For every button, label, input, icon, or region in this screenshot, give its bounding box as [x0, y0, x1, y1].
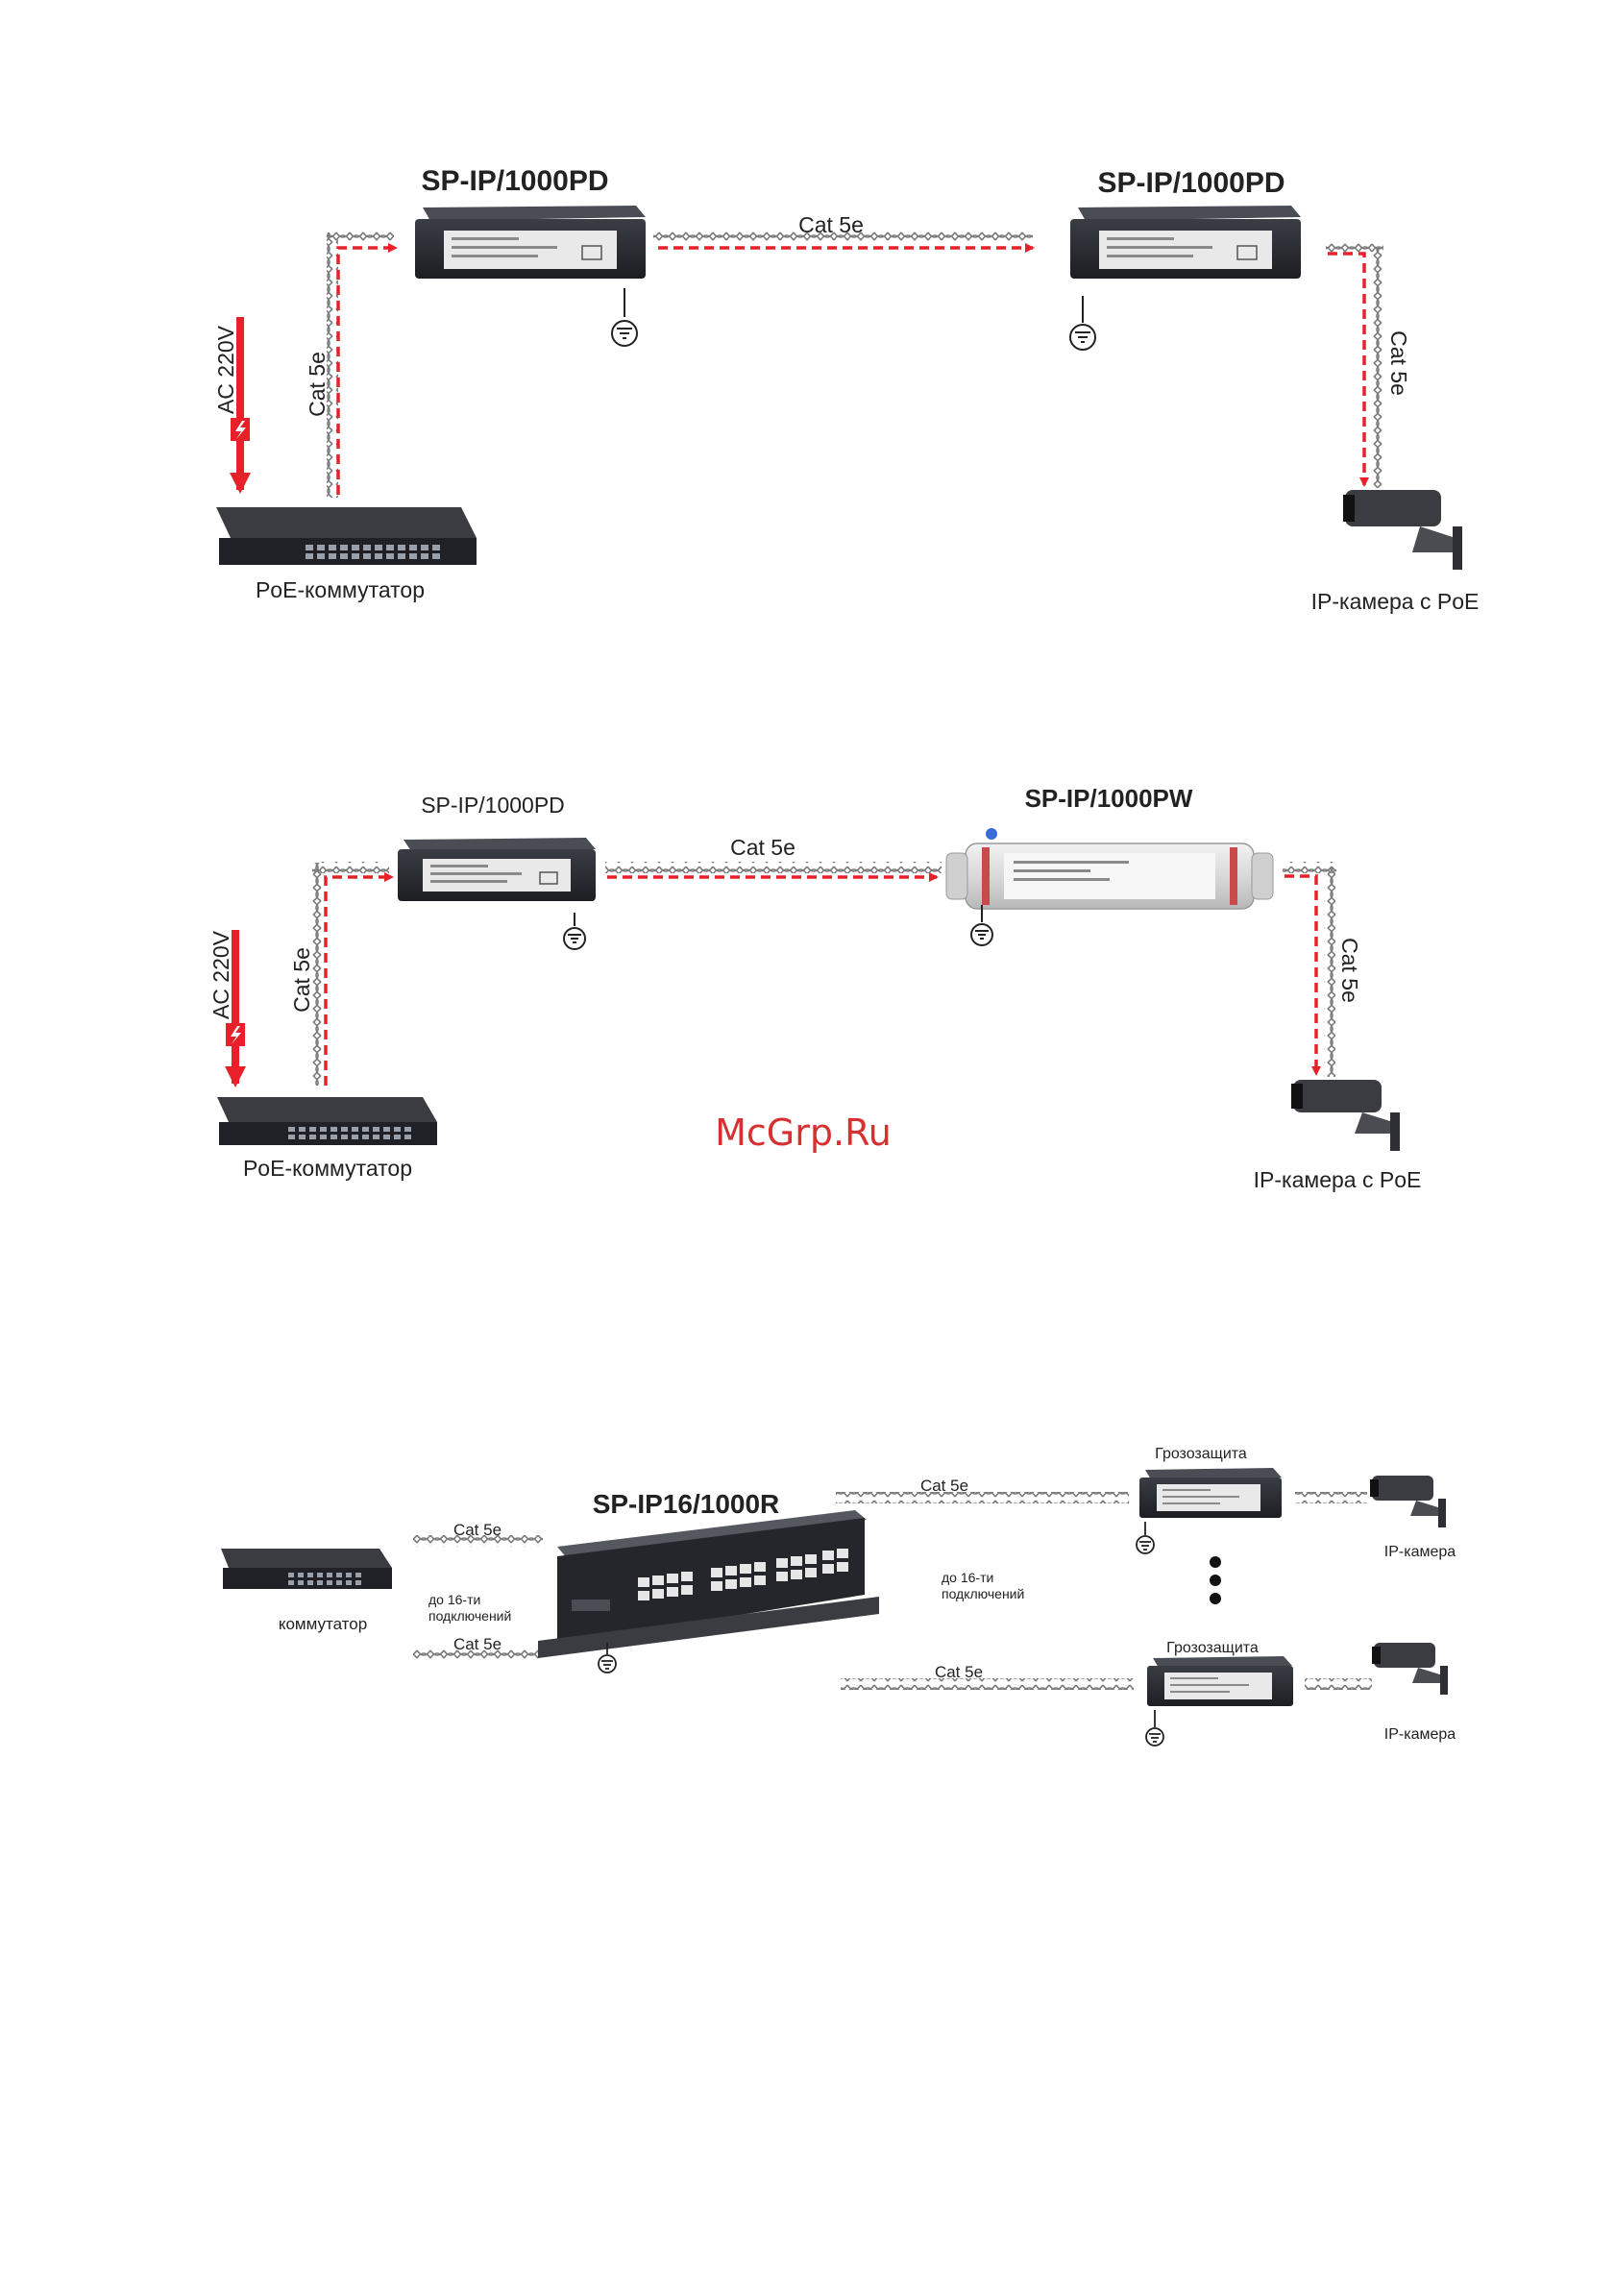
camera-bottom-label: IP-камера [1384, 1726, 1456, 1743]
surge-protector-outdoor [945, 828, 1274, 910]
diagram-1: SP-IP/1000PD SP-IP/1000PD Cat 5e Cat 5e … [213, 165, 1479, 614]
cable-in-bottom [413, 1649, 543, 1661]
diagram-3: SP-IP16/1000R коммутатор Cat 5e Cat 5e д… [221, 1446, 1456, 1746]
protector-bottom-label: Грозозащита [1166, 1640, 1259, 1656]
out-count-line2: подключений [942, 1586, 1024, 1601]
cable-in-bottom-label: Cat 5e [453, 1635, 502, 1653]
ground-icon [598, 1643, 617, 1673]
signal-arrow-left [324, 872, 394, 1086]
patch-panel [538, 1510, 879, 1658]
device-right-label: SP-IP/1000PD [1097, 167, 1285, 199]
cable-out-bottom-label: Cat 5e [935, 1663, 983, 1681]
camera-label: IP-камера с PoE [1254, 1167, 1422, 1192]
cable-out-top-label: Cat 5e [920, 1477, 968, 1495]
cable-right-top [1326, 242, 1383, 254]
ground-icon [1136, 1522, 1155, 1554]
cable-camera-top [1295, 1492, 1367, 1503]
ip-camera-icon [1372, 1643, 1448, 1695]
cable-camera-bottom [1305, 1678, 1372, 1690]
surge-protector-top [1139, 1468, 1282, 1518]
cable-left-top [312, 862, 389, 873]
switch-label: PoE-коммутатор [243, 1156, 412, 1181]
power-label: AC 220V [213, 325, 238, 414]
camera-label: IP-камера с PoE [1311, 589, 1480, 614]
device-left-label: SP-IP/1000PD [421, 165, 608, 197]
lightning-icon [231, 418, 250, 441]
poe-switch [216, 507, 477, 565]
cable-right-top [1283, 862, 1336, 873]
signal-arrow-right [1285, 874, 1321, 1076]
panel-label: SP-IP16/1000R [593, 1489, 780, 1519]
ground-icon [563, 913, 586, 950]
ground-icon [611, 288, 638, 347]
surge-protector-left [415, 206, 646, 279]
cable-in-top [413, 1535, 543, 1547]
watermark: McGrp.Ru [715, 1111, 892, 1154]
cable-left-vertical [312, 863, 324, 1086]
ground-icon [1145, 1710, 1164, 1746]
cable-right-vertical [1324, 867, 1335, 1077]
in-count-line1: до 16-ти [428, 1592, 480, 1607]
lightning-icon [226, 1023, 245, 1046]
ip-camera-icon [1370, 1476, 1446, 1527]
camera-top-label: IP-камера [1384, 1544, 1456, 1560]
diagram-2: SP-IP/1000PD SP-IP/1000PW Cat 5e Cat 5e … [208, 784, 1421, 1192]
cable-right-label: Cat 5e [1337, 938, 1362, 1003]
surge-protector-left [398, 838, 596, 901]
more-connections-icon [1210, 1556, 1221, 1604]
cable-right-label: Cat 5e [1386, 330, 1411, 396]
in-count-line2: подключений [428, 1608, 511, 1624]
cable-horizontal [605, 862, 942, 873]
power-label: AC 220V [208, 930, 233, 1019]
ground-icon [970, 905, 993, 946]
cable-horizontal-label: Cat 5e [798, 212, 864, 237]
signal-arrow-left [336, 243, 398, 495]
switch [221, 1549, 392, 1589]
out-count-line1: до 16-ти [942, 1570, 993, 1585]
device-right-label: SP-IP/1000PW [1025, 784, 1193, 813]
poe-switch [217, 1097, 437, 1145]
surge-protector-bottom [1147, 1656, 1293, 1706]
cable-horizontal-label: Cat 5e [730, 835, 795, 860]
cable-in-top-label: Cat 5e [453, 1521, 502, 1539]
surge-protector-right [1070, 206, 1301, 279]
cable-left-vertical [327, 232, 338, 498]
cable-left-label: Cat 5e [305, 352, 330, 417]
cable-left-label: Cat 5e [289, 947, 314, 1013]
ground-icon [1069, 296, 1096, 351]
ip-camera-icon [1291, 1080, 1400, 1151]
cable-out-top [836, 1492, 1129, 1503]
signal-arrow-right [1328, 252, 1369, 487]
cable-right-vertical [1372, 248, 1383, 488]
device-left-label: SP-IP/1000PD [421, 793, 565, 818]
ip-camera-icon [1343, 490, 1462, 570]
switch-label: PoE-коммутатор [256, 577, 425, 602]
cable-left-top [327, 231, 394, 242]
switch-label: коммутатор [279, 1615, 367, 1633]
cable-horizontal [653, 231, 1033, 242]
cable-out-bottom [841, 1678, 1134, 1690]
protector-top-label: Грозозащита [1155, 1446, 1247, 1462]
